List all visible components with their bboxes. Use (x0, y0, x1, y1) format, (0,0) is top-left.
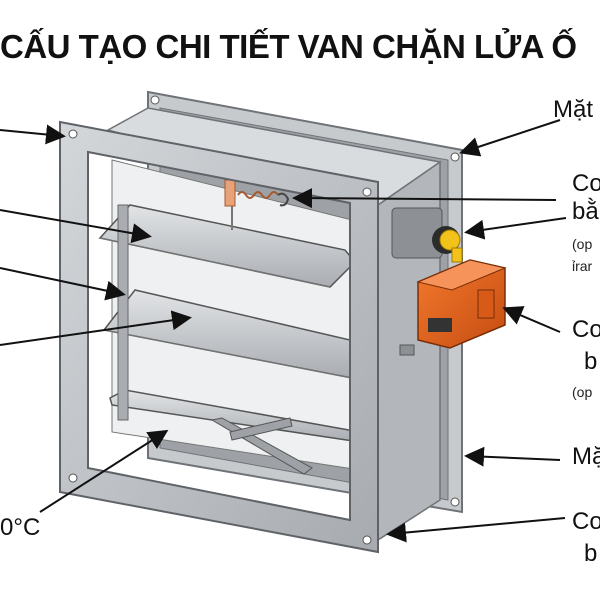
label-left-temperature: 0°C (0, 514, 41, 541)
label-right-2c: (op (572, 236, 593, 252)
label-right-5b: b (584, 540, 598, 567)
front-frame (59, 120, 379, 554)
label-right-3b: b (584, 348, 598, 375)
diagram-title: CẤU TẠO CHI TIẾT VAN CHẶN LỬA Ố (0, 28, 577, 65)
linkage-bar (210, 417, 313, 475)
label-right-4: Mặ (572, 443, 600, 470)
label-right-1: Mặt (553, 96, 594, 123)
callout-arrows (0, 119, 567, 543)
label-right-3: Co (572, 316, 600, 343)
label-right-5: Co (572, 508, 600, 535)
spring-icon (224, 179, 290, 230)
label-right-3c: (op (572, 384, 593, 400)
actuator-icon (399, 259, 507, 356)
label-right-2: Co (572, 170, 600, 197)
label-right-2d: ỉrar (572, 258, 593, 274)
thermal-fuse-icon (391, 207, 463, 263)
label-right-2b: bằ (572, 198, 599, 225)
